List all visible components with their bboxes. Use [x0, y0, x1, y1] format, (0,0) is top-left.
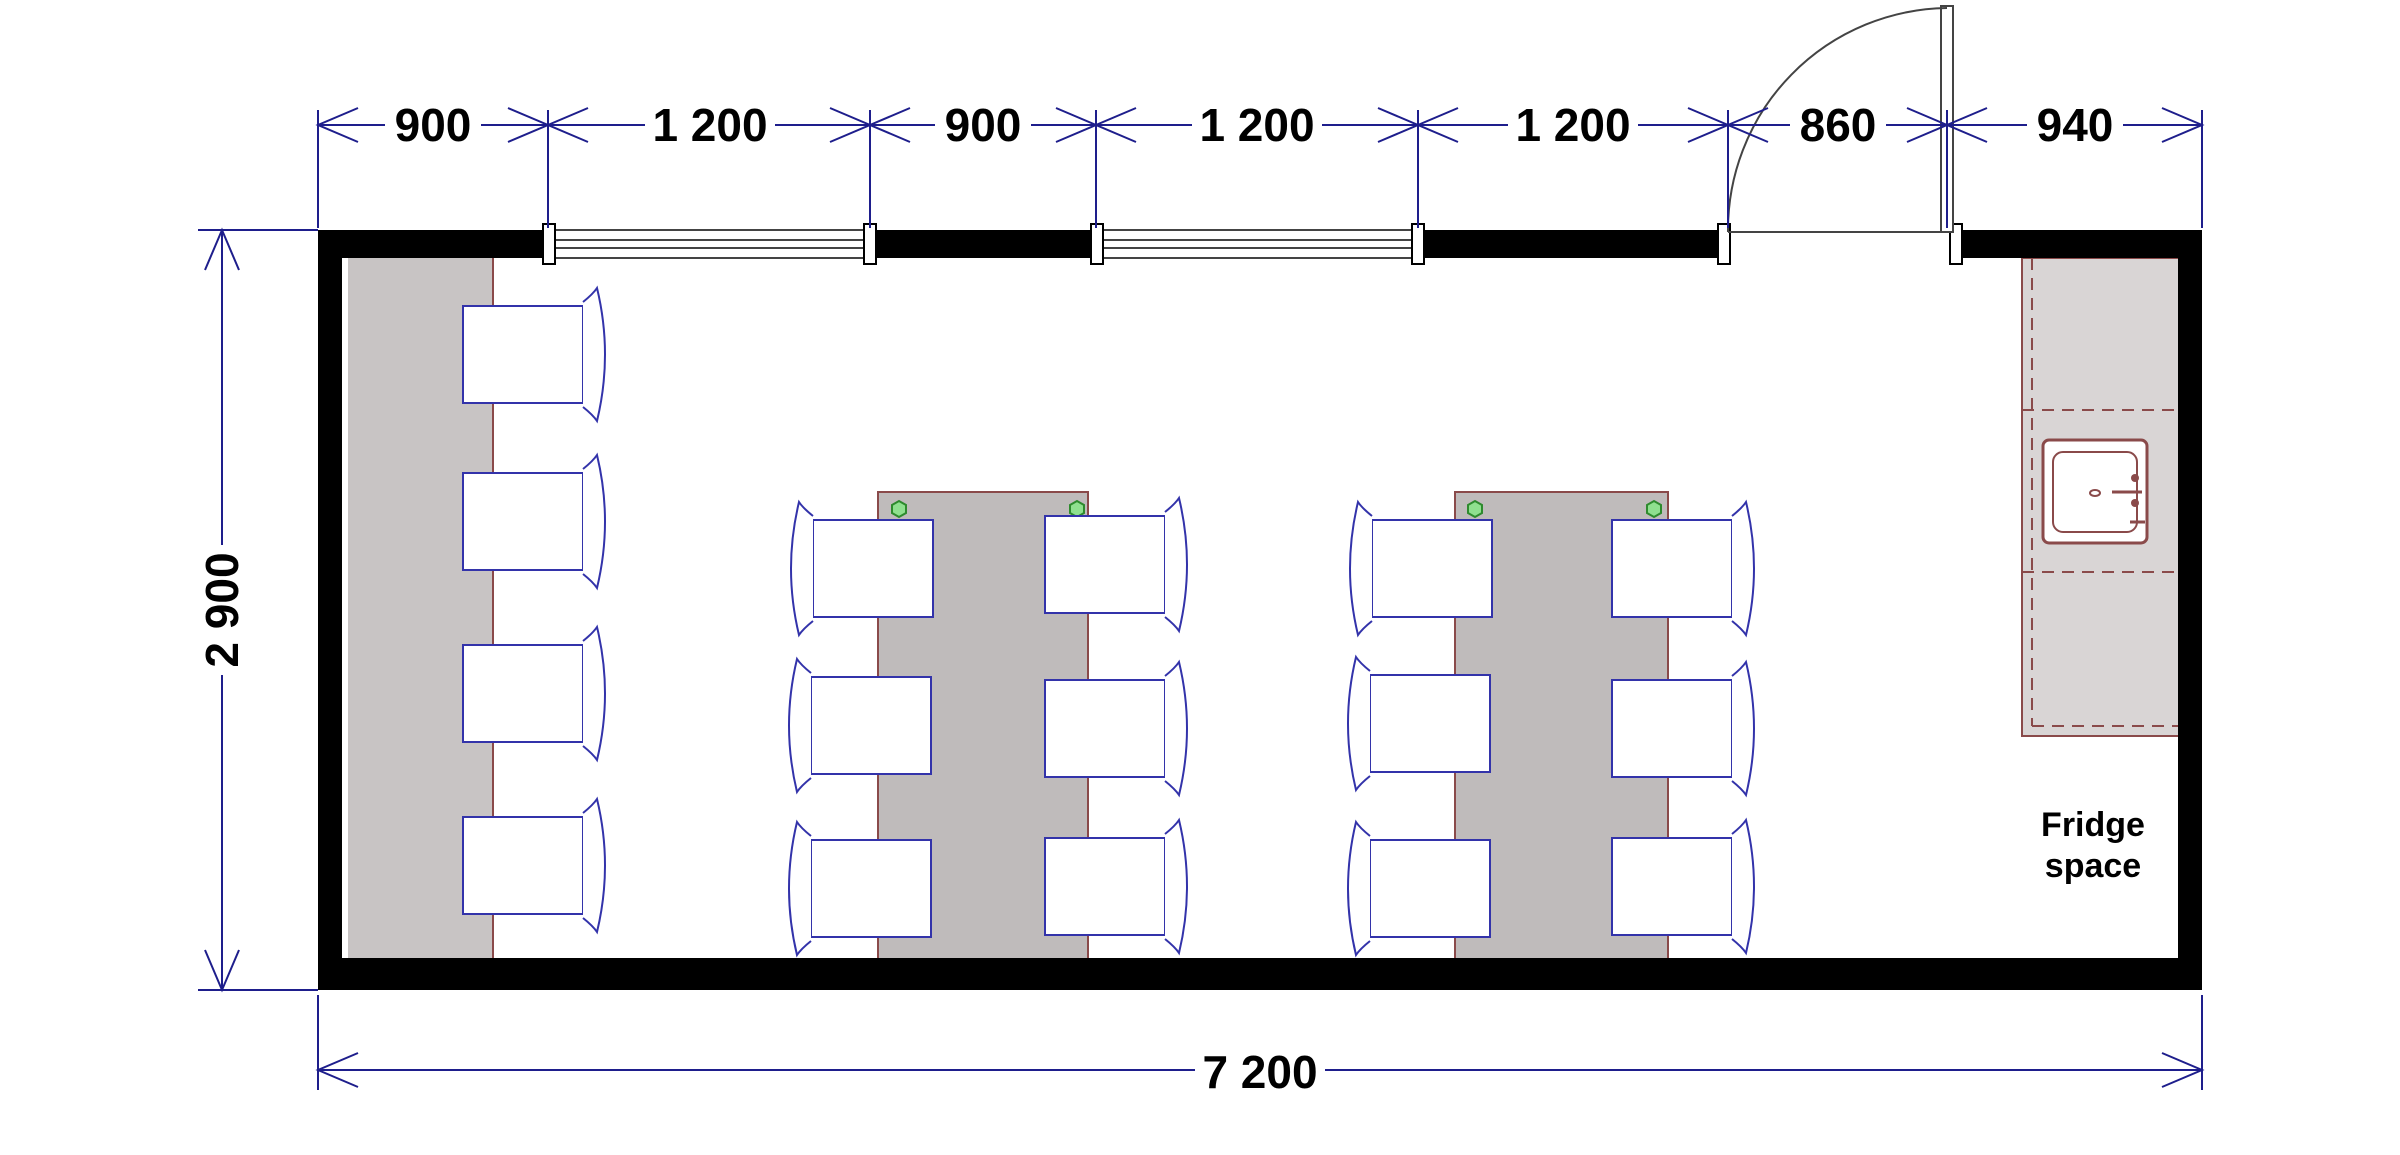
overall-length-label: 7 200: [1202, 1046, 1317, 1098]
dimension-label: 900: [395, 99, 472, 151]
overall-width-label: 2 900: [196, 552, 248, 667]
chair: [1347, 819, 1491, 958]
fridge-space-label: space: [2045, 847, 2141, 885]
sink-icon: [2041, 438, 2149, 545]
dimension-label: 1 200: [652, 99, 767, 151]
chair: [1349, 499, 1493, 638]
power-sockets: [891, 499, 1662, 519]
dimension-label: 1 200: [1199, 99, 1314, 151]
walls: [318, 230, 2202, 990]
chairs: [462, 285, 1755, 958]
chair: [1347, 654, 1491, 793]
fridge-space-label: Fridge: [2041, 806, 2145, 844]
dimension-label: 860: [1800, 99, 1877, 151]
chair: [788, 819, 932, 958]
chair: [462, 452, 606, 591]
top-dimension-labels: 900 1 200 900 1 200 1 200 860 940: [385, 98, 2123, 152]
chair: [1044, 817, 1188, 956]
chair: [1044, 495, 1188, 634]
chair: [462, 796, 606, 935]
chair: [790, 499, 934, 638]
dimension-label: 1 200: [1515, 99, 1630, 151]
chair: [788, 656, 932, 795]
chair: [462, 624, 606, 763]
chair: [1611, 659, 1755, 798]
dimension-label: 940: [2037, 99, 2114, 151]
dimension-label: 900: [945, 99, 1022, 151]
chair: [1611, 817, 1755, 956]
chair: [1044, 659, 1188, 798]
chair: [462, 285, 606, 424]
chair: [1611, 499, 1755, 638]
